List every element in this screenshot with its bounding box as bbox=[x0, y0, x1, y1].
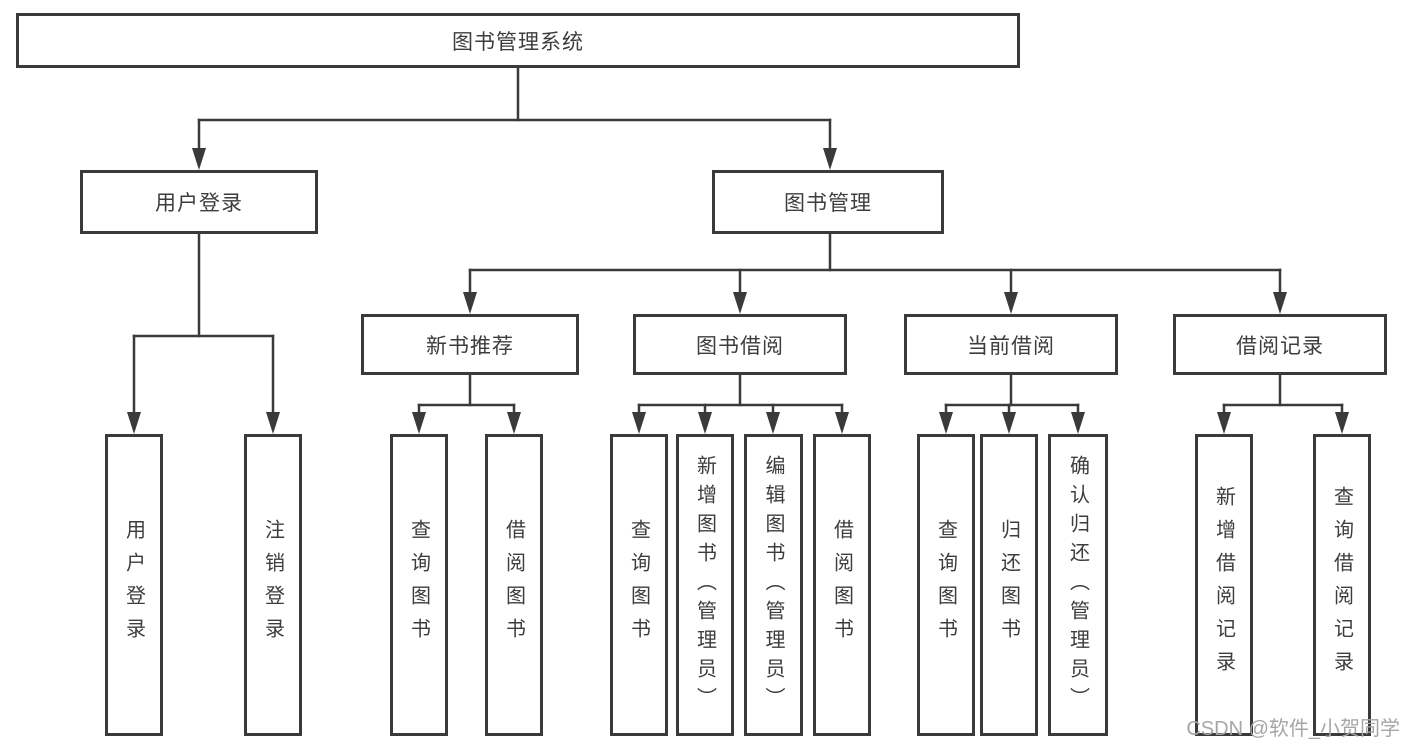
node-current-borrow: 当前借阅 bbox=[904, 314, 1118, 375]
leaf-current-confirm-return-label: 确认归还（管理员） bbox=[1066, 454, 1089, 716]
leaf-record-add-label: 新增借阅记录 bbox=[1212, 486, 1235, 684]
leaf-borrow-query: 查询图书 bbox=[610, 434, 668, 736]
leaf-borrow-add-book-label: 新增图书（管理员） bbox=[693, 454, 716, 716]
node-current-borrow-label: 当前借阅 bbox=[967, 334, 1055, 358]
node-book-management-label: 图书管理 bbox=[784, 192, 872, 215]
leaf-user-login-label: 用户登录 bbox=[122, 519, 145, 651]
node-new-book-recommend-label: 新书推荐 bbox=[426, 334, 514, 358]
node-library-system-label: 图书管理系统 bbox=[452, 30, 584, 54]
node-book-management: 图书管理 bbox=[712, 170, 944, 234]
leaf-current-query-label: 查询图书 bbox=[934, 519, 957, 651]
leaf-newbook-borrow-label: 借阅图书 bbox=[502, 519, 525, 651]
leaf-record-add: 新增借阅记录 bbox=[1195, 434, 1253, 736]
leaf-borrow-borrow-book: 借阅图书 bbox=[813, 434, 871, 736]
node-book-borrow: 图书借阅 bbox=[633, 314, 847, 375]
leaf-current-return-label: 归还图书 bbox=[997, 519, 1020, 651]
leaf-record-query: 查询借阅记录 bbox=[1313, 434, 1371, 736]
leaf-borrow-edit-book-label: 编辑图书（管理员） bbox=[762, 454, 784, 716]
node-borrow-records: 借阅记录 bbox=[1173, 314, 1387, 375]
leaf-borrow-query-label: 查询图书 bbox=[627, 519, 650, 651]
node-user-login-label: 用户登录 bbox=[155, 192, 243, 215]
leaf-newbook-query: 查询图书 bbox=[390, 434, 448, 736]
leaf-record-query-label: 查询借阅记录 bbox=[1330, 486, 1353, 684]
leaf-current-return: 归还图书 bbox=[980, 434, 1038, 736]
leaf-borrow-edit-book: 编辑图书（管理员） bbox=[744, 434, 803, 736]
connector-arrowheads bbox=[127, 148, 1349, 434]
leaf-borrow-borrow-book-label: 借阅图书 bbox=[830, 519, 853, 651]
node-borrow-records-label: 借阅记录 bbox=[1236, 334, 1324, 358]
node-book-borrow-label: 图书借阅 bbox=[696, 334, 784, 358]
leaf-logout: 注销登录 bbox=[244, 434, 302, 736]
leaf-borrow-add-book: 新增图书（管理员） bbox=[676, 434, 734, 736]
watermark: CSDN @软件_小贺同学 bbox=[1186, 718, 1400, 740]
node-user-login: 用户登录 bbox=[80, 170, 318, 234]
node-library-system: 图书管理系统 bbox=[16, 13, 1020, 68]
leaf-current-query: 查询图书 bbox=[917, 434, 975, 736]
leaf-user-login: 用户登录 bbox=[105, 434, 163, 736]
leaf-logout-label: 注销登录 bbox=[261, 519, 284, 651]
leaf-current-confirm-return: 确认归还（管理员） bbox=[1048, 434, 1108, 736]
node-new-book-recommend: 新书推荐 bbox=[361, 314, 579, 375]
leaf-newbook-query-label: 查询图书 bbox=[407, 519, 430, 651]
leaf-newbook-borrow: 借阅图书 bbox=[485, 434, 543, 736]
